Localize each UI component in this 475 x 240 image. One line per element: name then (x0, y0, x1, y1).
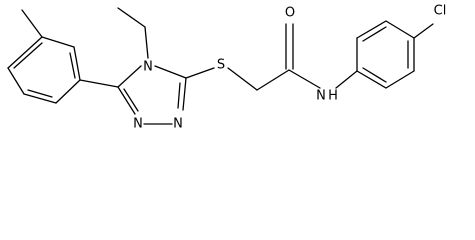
oxygen-label: O (285, 6, 295, 21)
amide-h-label: H (328, 89, 338, 104)
structure-diagram: Cl O N H S N N N (7, 3, 447, 132)
aryl-triazole-bond (79, 79, 119, 88)
sulfur-label: S (217, 58, 225, 73)
amide-n-label: N (316, 89, 326, 104)
triazole-n1-label: N (133, 117, 143, 132)
triazole-n2-label: N (173, 117, 183, 132)
triazole-n4-label: N (143, 60, 153, 75)
triazole-ring (117, 65, 187, 125)
ethyl-group (117, 7, 149, 59)
molecule-drawing: Cl O N H S N N N (7, 4, 447, 132)
chlorine-label: Cl (434, 4, 447, 19)
tolyl-ring (7, 9, 81, 104)
chlorophenyl-ring (356, 20, 434, 89)
side-chain (185, 23, 358, 91)
